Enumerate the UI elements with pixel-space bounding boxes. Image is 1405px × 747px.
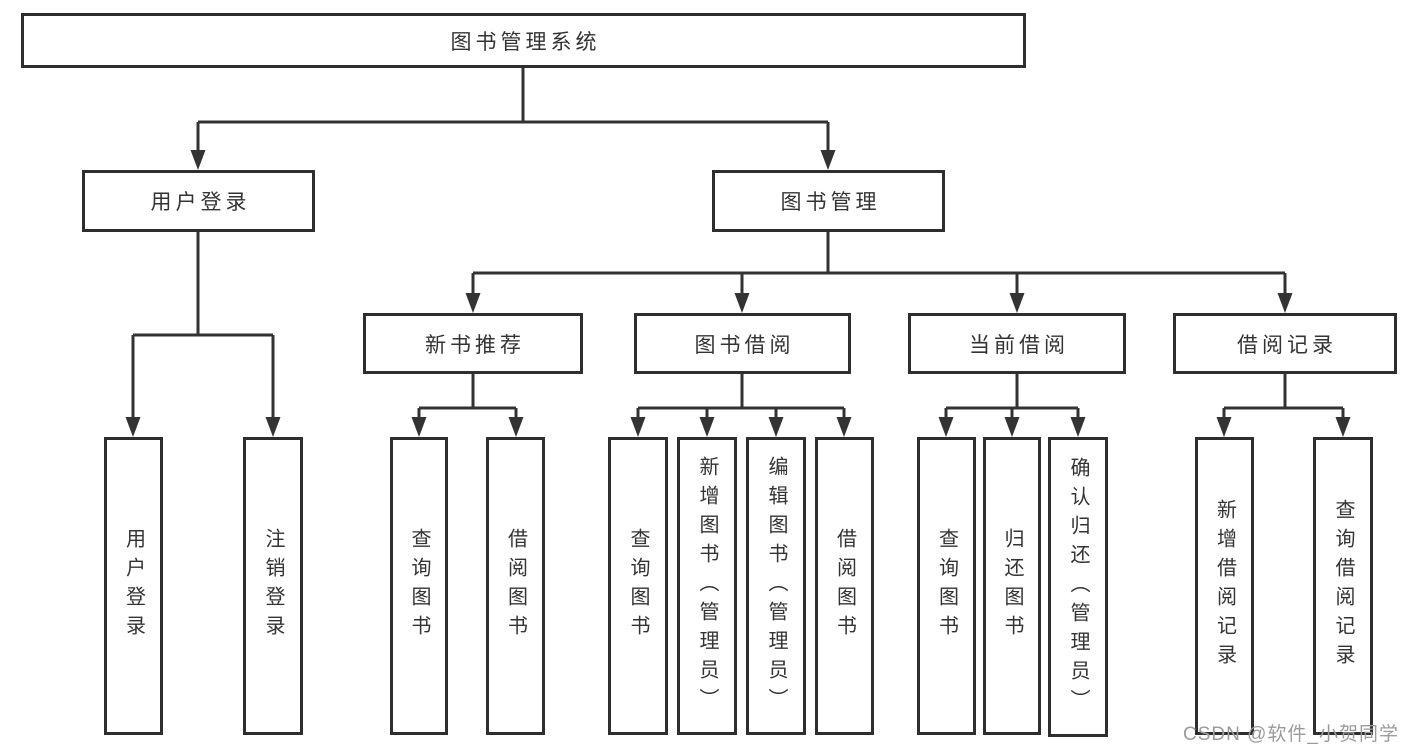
leaf-edit-books-admin: 编辑图书（管理员） <box>746 437 806 735</box>
node-book-borrow: 图书借阅 <box>634 313 851 374</box>
leaf-query-books-borrow: 查询图书 <box>608 437 668 735</box>
leaf-borrow-books: 借阅图书 <box>815 437 874 735</box>
connector-current-borrow-children <box>938 374 1086 437</box>
node-label: 查询图书 <box>627 528 649 644</box>
node-library-management-system: 图书管理系统 <box>21 13 1026 68</box>
leaf-query-books-recommend: 查询图书 <box>390 437 448 735</box>
node-label: 借阅图书 <box>504 528 527 644</box>
node-label: 新增借阅记录 <box>1213 499 1236 673</box>
leaf-confirm-return-admin: 确认归还（管理员） <box>1048 437 1108 737</box>
node-book-management: 图书管理 <box>712 170 945 232</box>
node-current-borrow: 当前借阅 <box>908 313 1126 374</box>
node-label: 编辑图书（管理员） <box>765 455 787 717</box>
node-label: 图书管理 <box>780 191 881 214</box>
node-label: 归还图书 <box>1001 528 1023 644</box>
node-label: 用户登录 <box>150 191 251 214</box>
node-label: 查询图书 <box>935 528 958 644</box>
leaf-user-login: 用户登录 <box>104 437 163 735</box>
leaf-query-borrow-record: 查询借阅记录 <box>1313 437 1373 735</box>
leaf-logout-login: 注销登录 <box>243 437 303 735</box>
connector-book-borrow-children <box>630 374 852 437</box>
node-label: 查询图书 <box>408 528 430 644</box>
node-label: 新增图书（管理员） <box>696 455 718 717</box>
csdn-watermark: CSDN @软件_小贺同学 <box>1183 724 1399 745</box>
node-label: 新书推荐 <box>425 333 525 357</box>
node-label: 借阅记录 <box>1237 333 1337 357</box>
leaf-query-books-current: 查询图书 <box>917 437 976 735</box>
connector-user-login-children <box>125 232 281 437</box>
leaf-borrow-books-recommend: 借阅图书 <box>486 437 545 735</box>
connector-new-book-children <box>411 374 524 437</box>
node-borrow-records: 借阅记录 <box>1173 313 1397 374</box>
connector-borrow-records-children <box>1216 374 1351 437</box>
node-label: 用户登录 <box>122 528 145 644</box>
node-label: 借阅图书 <box>833 528 856 644</box>
node-user-login: 用户登录 <box>82 170 315 232</box>
node-label: 当前借阅 <box>969 333 1069 357</box>
node-label: 图书管理系统 <box>450 30 601 54</box>
connector-root-to-level2 <box>190 68 836 170</box>
node-new-book-recommend: 新书推荐 <box>363 313 583 374</box>
node-label: 查询借阅记录 <box>1332 499 1354 673</box>
leaf-add-borrow-record: 新增借阅记录 <box>1195 437 1254 735</box>
connector-book-management-children <box>465 232 1293 313</box>
leaf-add-books-admin: 新增图书（管理员） <box>677 437 737 735</box>
node-label: 图书借阅 <box>694 333 795 357</box>
leaf-return-books: 归还图书 <box>983 437 1041 735</box>
node-label: 注销登录 <box>262 528 284 644</box>
node-label: 确认归还（管理员） <box>1067 456 1089 718</box>
